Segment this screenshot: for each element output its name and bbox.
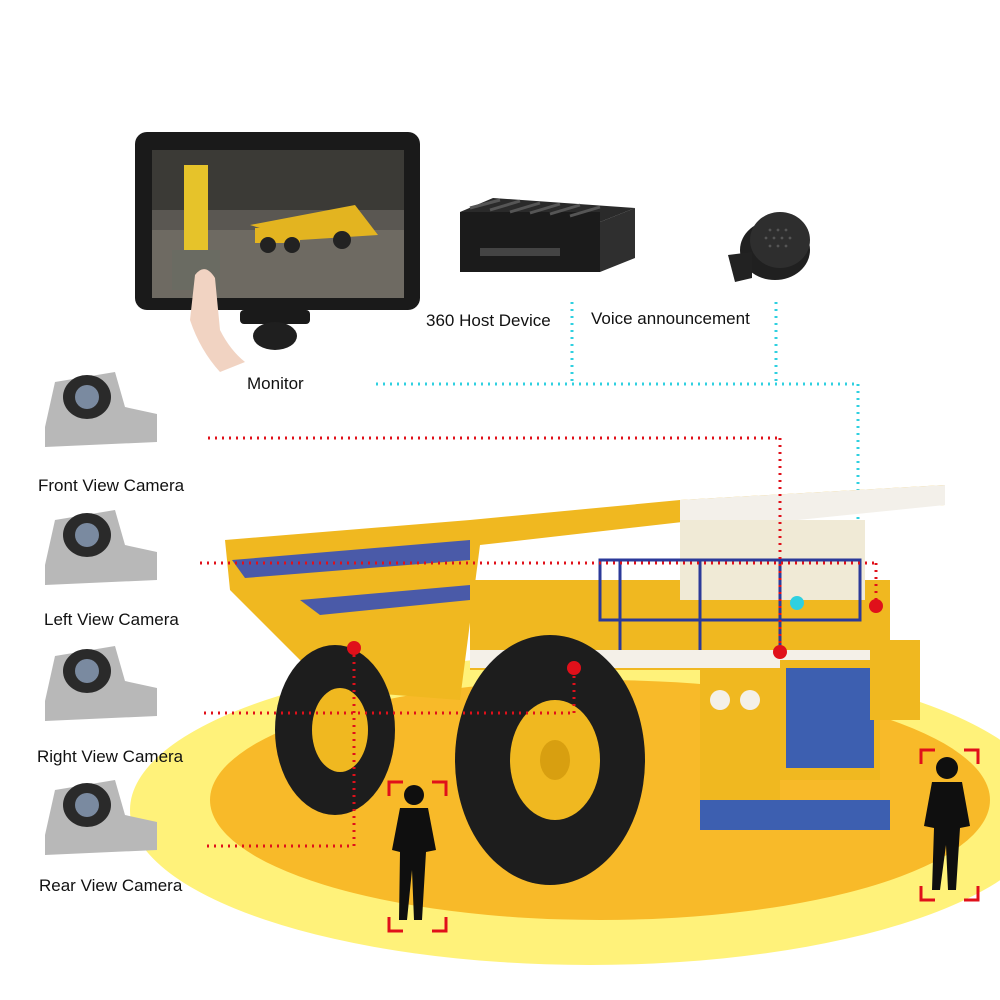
speaker-mount-point	[790, 596, 804, 610]
left-camera-label: Left View Camera	[44, 610, 179, 629]
screen-truck-icon	[250, 205, 378, 253]
left-camera-icon	[45, 510, 157, 585]
detection-frame-left	[387, 780, 448, 933]
monitor-label: Monitor	[247, 374, 304, 393]
host-device-label: 360 Host Device	[426, 311, 551, 330]
person-left-icon	[392, 785, 436, 920]
person-right-icon	[924, 757, 970, 890]
right-camera-label: Right View Camera	[37, 747, 184, 766]
rear-camera-icon	[45, 780, 157, 855]
rear-camera-label: Rear View Camera	[39, 876, 183, 895]
truck-wheel	[455, 635, 645, 885]
speaker-icon	[728, 212, 810, 282]
right-camera-icon	[45, 646, 157, 721]
front-camera-icon	[45, 372, 157, 447]
truck-wheel	[275, 645, 395, 815]
front-camera-label: Front View Camera	[38, 476, 185, 495]
detection-frame-right	[919, 748, 980, 902]
camera-mount-points	[347, 599, 883, 675]
touchscreen-monitor-icon	[135, 132, 420, 372]
host-box-icon	[460, 198, 635, 272]
camera-link-lines	[200, 436, 878, 848]
voice-announcement-label: Voice announcement	[591, 309, 750, 328]
mining-dump-truck-icon	[225, 485, 945, 885]
